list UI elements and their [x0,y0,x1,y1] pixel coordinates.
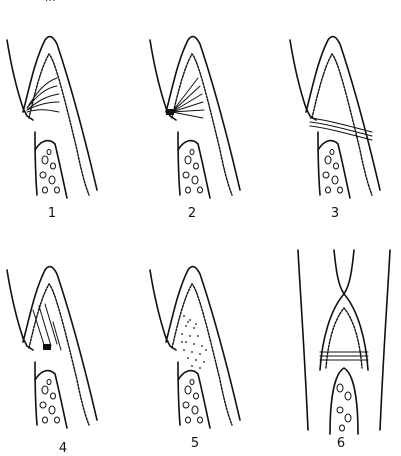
panel-1-label: 1 [37,206,67,221]
panel-5-label: 5 [180,436,210,451]
panel-1-diagram [5,20,105,210]
panel-4-diagram [5,250,105,440]
panel-3-label: 3 [320,206,350,221]
panel-6-diagram [290,250,400,440]
panel-4-label: 4 [48,441,78,456]
cropped-caption-fragment: ... [45,0,56,4]
panel-2-diagram [148,20,248,210]
panel-6-label: 6 [326,436,356,451]
panel-5-diagram [148,250,248,440]
panel-3-diagram [288,20,398,210]
panel-2-label: 2 [177,206,207,221]
